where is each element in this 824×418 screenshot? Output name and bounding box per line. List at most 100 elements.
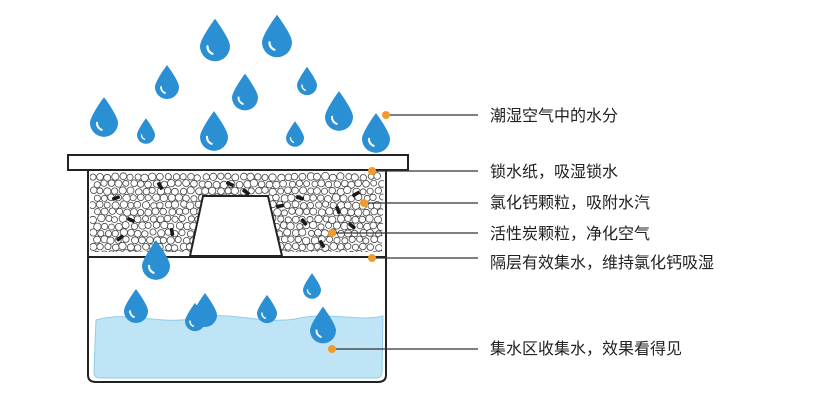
granule xyxy=(280,209,288,217)
granule xyxy=(313,242,321,250)
granule xyxy=(370,207,379,216)
granule xyxy=(317,194,325,202)
granule xyxy=(301,250,310,252)
granule xyxy=(329,242,338,251)
carbon-granule xyxy=(335,205,341,215)
granule xyxy=(103,187,112,196)
granule xyxy=(356,235,364,243)
granule xyxy=(321,172,330,181)
label-partition-layer: 隔层有效集水，维持氯化钙吸湿 xyxy=(490,253,715,272)
granule xyxy=(144,208,153,217)
granule xyxy=(147,172,157,182)
label-water-collection: 集水区收集水，效果看得见 xyxy=(490,339,683,358)
granule xyxy=(202,173,210,181)
granule xyxy=(111,216,118,224)
granule xyxy=(133,244,142,252)
granule xyxy=(298,243,306,251)
granule xyxy=(174,236,182,244)
granule xyxy=(366,243,374,251)
granule xyxy=(112,243,120,252)
granule xyxy=(240,172,248,181)
granule xyxy=(149,228,157,236)
granule xyxy=(163,186,172,195)
water-drop-icon xyxy=(155,64,179,100)
granule xyxy=(217,172,225,180)
granule xyxy=(170,200,180,209)
granule xyxy=(356,222,364,230)
water-drop-icon xyxy=(90,96,118,138)
carbon-granule xyxy=(169,227,175,237)
granule xyxy=(373,172,382,180)
carbon-granule xyxy=(275,203,285,209)
granule xyxy=(314,214,323,224)
granule xyxy=(105,230,113,238)
granule xyxy=(111,230,119,238)
granule xyxy=(171,215,179,223)
granule xyxy=(144,194,152,202)
granule xyxy=(144,221,152,229)
granule xyxy=(307,187,315,195)
granule xyxy=(369,221,378,230)
granule xyxy=(137,251,145,252)
granule xyxy=(122,235,130,243)
granule xyxy=(97,214,106,223)
granule xyxy=(96,187,104,195)
label-air-moisture: 潮湿空气中的水分 xyxy=(490,106,619,125)
granule xyxy=(186,230,195,238)
granule xyxy=(336,172,345,181)
granule xyxy=(108,223,115,231)
granule xyxy=(332,221,341,230)
water-collection-area xyxy=(93,315,384,379)
granule xyxy=(347,195,355,203)
granule xyxy=(100,250,108,252)
granule xyxy=(208,186,217,195)
granule xyxy=(142,215,149,223)
granule xyxy=(358,215,366,224)
granule xyxy=(280,221,288,229)
water-drop-icon xyxy=(262,14,292,58)
granule xyxy=(93,250,101,252)
granule xyxy=(284,216,292,224)
granule xyxy=(136,180,145,188)
granule xyxy=(159,236,167,244)
granule xyxy=(163,214,172,223)
granule xyxy=(103,201,111,209)
carbon-granule xyxy=(300,218,308,226)
granule xyxy=(187,172,195,181)
granule xyxy=(300,202,308,210)
granule xyxy=(170,244,179,252)
granule xyxy=(311,180,319,188)
granule xyxy=(224,187,232,195)
granule xyxy=(277,187,285,195)
carbon-granule xyxy=(348,222,356,230)
granule xyxy=(303,180,311,188)
granule xyxy=(277,215,285,223)
granule xyxy=(118,186,127,195)
granule xyxy=(157,229,166,238)
granule xyxy=(366,187,374,195)
granule xyxy=(370,235,379,244)
granule xyxy=(90,173,97,181)
granule xyxy=(144,180,152,189)
granule xyxy=(309,194,317,202)
carbon-granule xyxy=(156,182,164,190)
granule xyxy=(166,250,175,252)
granule xyxy=(152,193,161,202)
granule xyxy=(344,242,352,250)
granule xyxy=(90,215,97,224)
granule xyxy=(93,181,101,189)
granule xyxy=(190,195,198,203)
carbon-granule xyxy=(295,195,305,201)
granule xyxy=(164,173,172,181)
granule xyxy=(299,186,308,195)
granule xyxy=(108,207,116,215)
granule xyxy=(314,228,322,237)
carbon-granule xyxy=(225,181,235,187)
granule xyxy=(119,172,128,181)
granule xyxy=(279,179,287,188)
leader-dot xyxy=(368,167,376,175)
granule xyxy=(179,173,187,181)
granule xyxy=(310,249,319,252)
granule xyxy=(343,201,352,210)
